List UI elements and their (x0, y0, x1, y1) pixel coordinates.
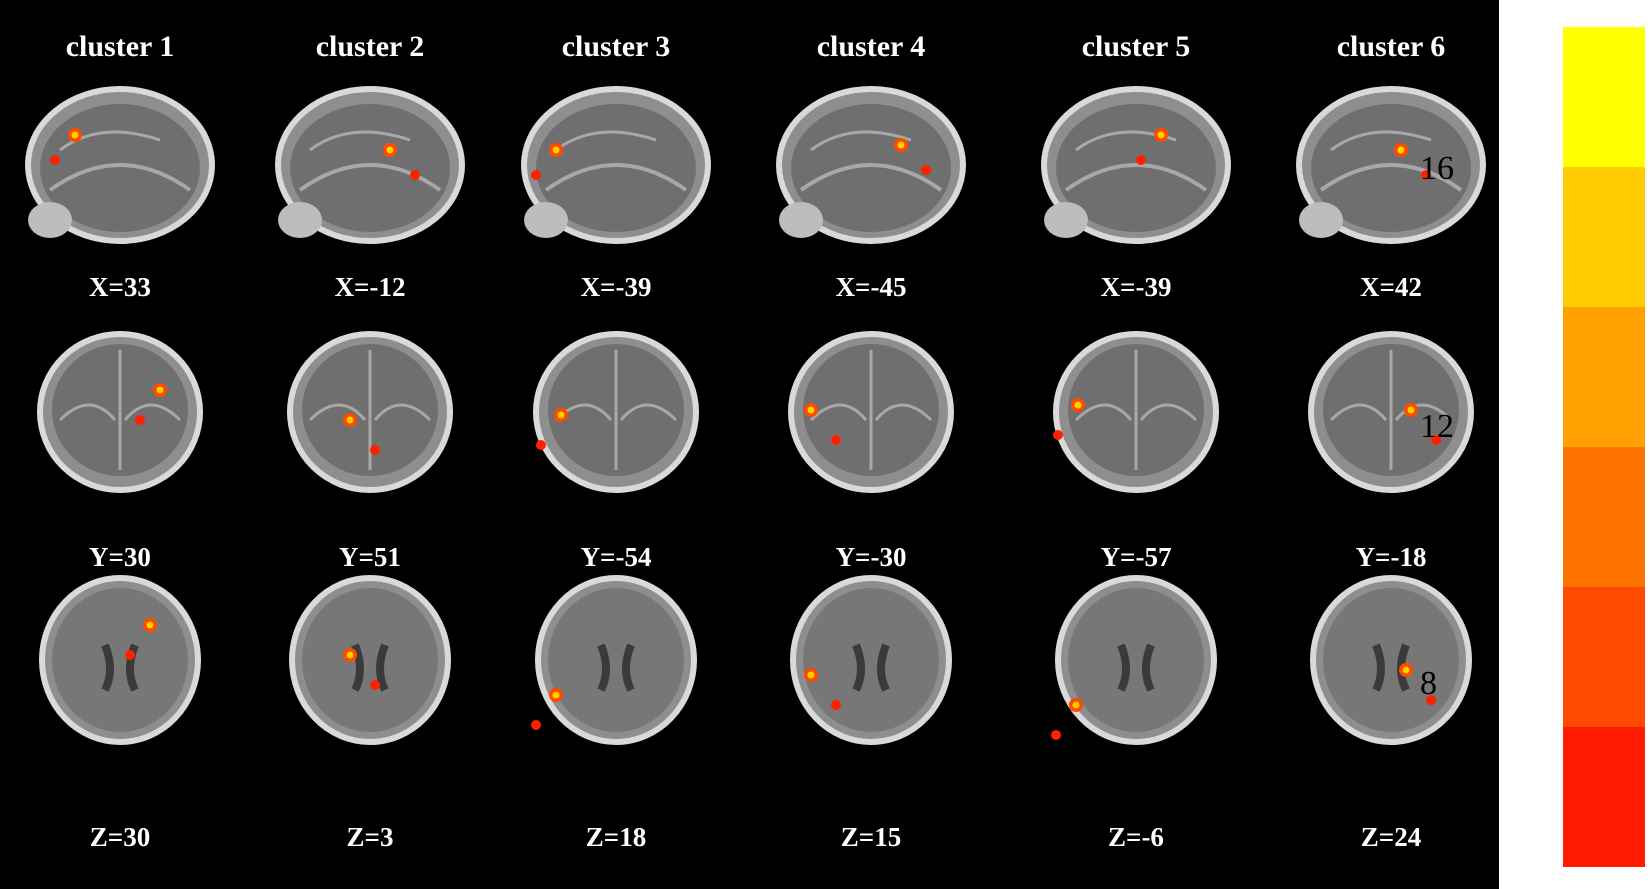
cluster-title: cluster 4 (816, 30, 926, 63)
brain-slice-axial (516, 575, 716, 745)
cluster-title: cluster 3 (561, 30, 671, 63)
brain-slice-coronal (270, 330, 470, 500)
coordinate-label: Y=30 (89, 542, 151, 572)
coordinate-label: Y=-57 (1100, 542, 1172, 572)
coordinate-label: Z=15 (840, 822, 902, 852)
brain-slice-axial (771, 575, 971, 745)
brain-slice-sagittal (1036, 80, 1236, 250)
coordinate-label: Z=3 (346, 822, 394, 852)
brain-slice-sagittal (771, 80, 971, 250)
coordinate-label: Y=-54 (580, 542, 652, 572)
brain-slice-sagittal (1291, 80, 1491, 250)
brain-slice-sagittal (516, 80, 716, 250)
colorbar-tick-label: 10 (1420, 540, 1454, 577)
coordinate-label: Z=30 (89, 822, 151, 852)
coordinate-label: Y=51 (339, 542, 401, 572)
brain-slice-coronal (1036, 330, 1236, 500)
colorbar-tick-label: 12 (1420, 408, 1454, 445)
brain-slice-coronal (20, 330, 220, 500)
cluster-title: cluster 6 (1336, 30, 1446, 63)
colorbar-segment (1563, 587, 1645, 727)
coordinate-label: Y=-18 (1355, 542, 1427, 572)
coordinate-label: X=-45 (835, 272, 907, 302)
coordinate-label: X=-39 (580, 272, 652, 302)
coordinate-label: X=-39 (1100, 272, 1172, 302)
brain-slice-coronal (516, 330, 716, 500)
brain-slice-axial (20, 575, 220, 745)
colorbar-tick-label: 8 (1420, 665, 1437, 702)
colorbar-segment (1563, 447, 1645, 587)
brain-slice-coronal (1291, 330, 1491, 500)
coordinate-label: Z=24 (1360, 822, 1422, 852)
brain-slice-axial (1036, 575, 1236, 745)
colorbar-tick-label: 14 (1420, 280, 1454, 317)
brain-slice-sagittal (20, 80, 220, 250)
cluster-title: cluster 2 (315, 30, 425, 63)
coordinate-label: Z=18 (585, 822, 647, 852)
colorbar-segment (1563, 727, 1645, 867)
colorbar-segment (1563, 167, 1645, 307)
cluster-title: cluster 1 (65, 30, 175, 63)
colorbar-tick-label: 16 (1420, 150, 1454, 187)
brain-slice-sagittal (270, 80, 470, 250)
colorbar (1563, 27, 1645, 867)
colorbar-tick-label: 6 (1420, 795, 1437, 832)
coordinate-label: X=42 (1360, 272, 1422, 302)
coordinate-label: Z=-6 (1108, 822, 1164, 852)
cluster-title: cluster 5 (1081, 30, 1191, 63)
brain-slice-axial (1291, 575, 1491, 745)
brain-slice-coronal (771, 330, 971, 500)
coordinate-label: Y=-30 (835, 542, 907, 572)
brain-slice-axial (270, 575, 470, 745)
colorbar-segment (1563, 27, 1645, 167)
colorbar-segment (1563, 307, 1645, 447)
coordinate-label: X=-12 (334, 272, 406, 302)
coordinate-label: X=33 (89, 272, 151, 302)
